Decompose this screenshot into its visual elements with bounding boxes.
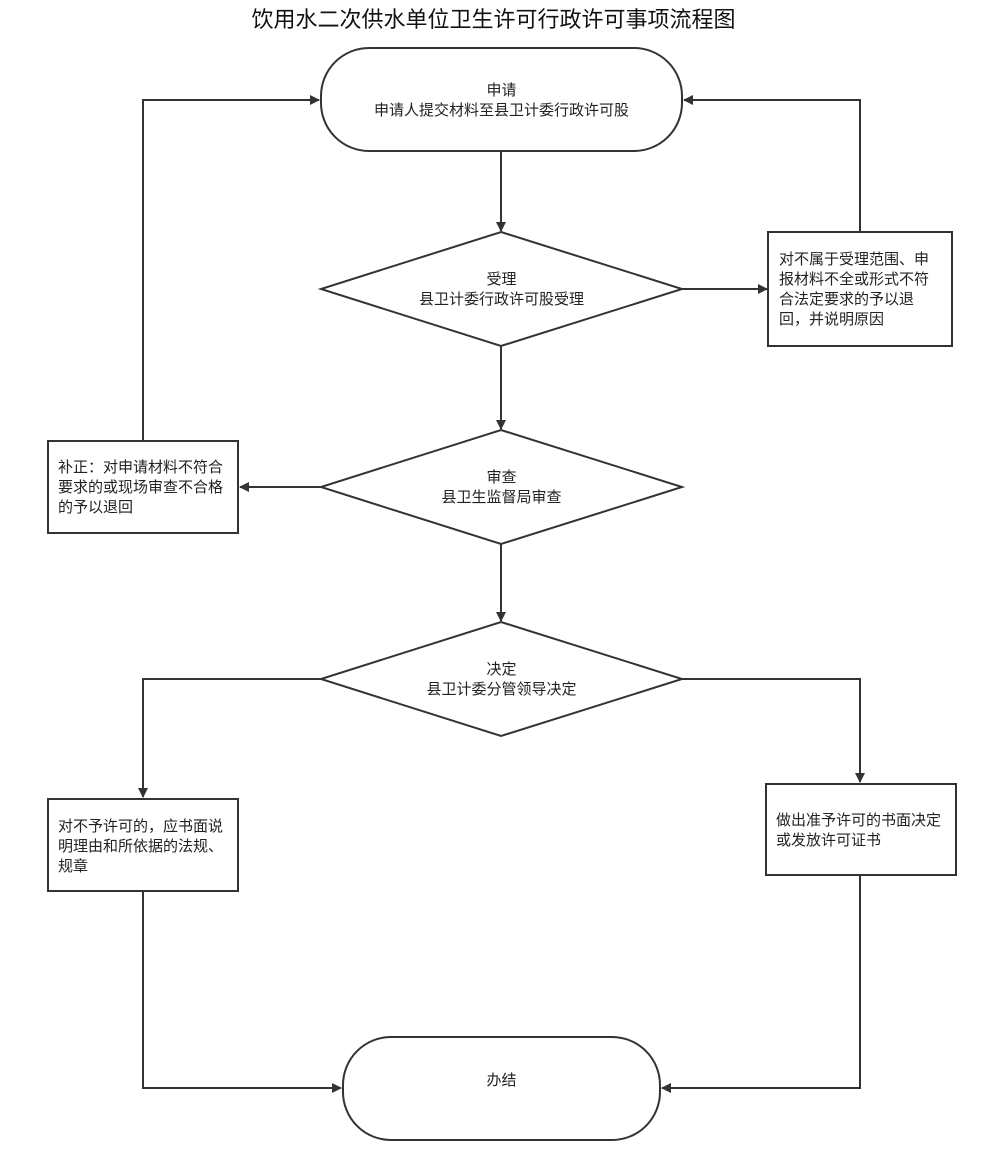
arrow-deny-to-done bbox=[142, 891, 342, 1093]
supplement-box: 补正：对申请材料不符合要求的或现场审查不合格的予以退回 bbox=[58, 457, 232, 517]
accept-detail: 县卫计委行政许可股受理 bbox=[418, 290, 584, 308]
done-node: 办结 bbox=[343, 1037, 660, 1123]
review-heading: 审查 bbox=[486, 468, 517, 486]
grant-text: 做出准予许可的书面决定或发放许可证书 bbox=[776, 811, 942, 849]
decide-decision: 决定 县卫计委分管领导决定 bbox=[360, 648, 643, 710]
arrow-supplement-to-apply bbox=[142, 95, 320, 441]
grant-box: 做出准予许可的书面决定或发放许可证书 bbox=[776, 810, 948, 850]
arrow-decide-to-deny bbox=[138, 678, 321, 798]
arrow-decide-to-grant bbox=[682, 678, 865, 783]
reject-scope-text: 对不属于受理范围、申报材料不全或形式不符合法定要求的予以退回，并说明原因 bbox=[779, 250, 930, 328]
accept-decision: 受理 县卫计委行政许可股受理 bbox=[360, 258, 643, 320]
deny-text: 对不予许可的，应书面说明理由和所依据的法规、规章 bbox=[58, 817, 224, 875]
decide-heading: 决定 bbox=[486, 660, 517, 678]
arrow-grant-to-done bbox=[661, 875, 861, 1093]
supplement-box-shape bbox=[47, 440, 239, 534]
deny-box: 对不予许可的，应书面说明理由和所依据的法规、规章 bbox=[58, 816, 232, 876]
reject-scope-box-shape bbox=[767, 231, 953, 347]
page-title: 饮用水二次供水单位卫生许可行政许可事项流程图 bbox=[251, 8, 736, 33]
apply-node: 申请 申请人提交材料至县卫计委行政许可股 bbox=[321, 48, 682, 151]
apply-heading: 申请 bbox=[486, 80, 517, 99]
decide-detail: 县卫计委分管领导决定 bbox=[426, 680, 577, 698]
apply-detail: 申请人提交材料至县卫计委行政许可股 bbox=[373, 100, 629, 119]
reject-scope-box: 对不属于受理范围、申报材料不全或形式不符合法定要求的予以退回，并说明原因 bbox=[779, 249, 943, 329]
deny-box-shape bbox=[47, 798, 239, 892]
grant-box-shape bbox=[765, 783, 957, 876]
supplement-text: 补正：对申请材料不符合要求的或现场审查不合格的予以退回 bbox=[58, 458, 224, 516]
review-decision: 审查 县卫生监督局审查 bbox=[360, 456, 643, 518]
arrow-reject-scope-to-apply bbox=[683, 95, 861, 232]
accept-heading: 受理 bbox=[486, 270, 517, 288]
done-text: 办结 bbox=[486, 1071, 517, 1089]
done-node-shape bbox=[342, 1036, 661, 1141]
review-detail: 县卫生监督局审查 bbox=[441, 488, 562, 506]
decide-decision-shape bbox=[317, 620, 686, 738]
